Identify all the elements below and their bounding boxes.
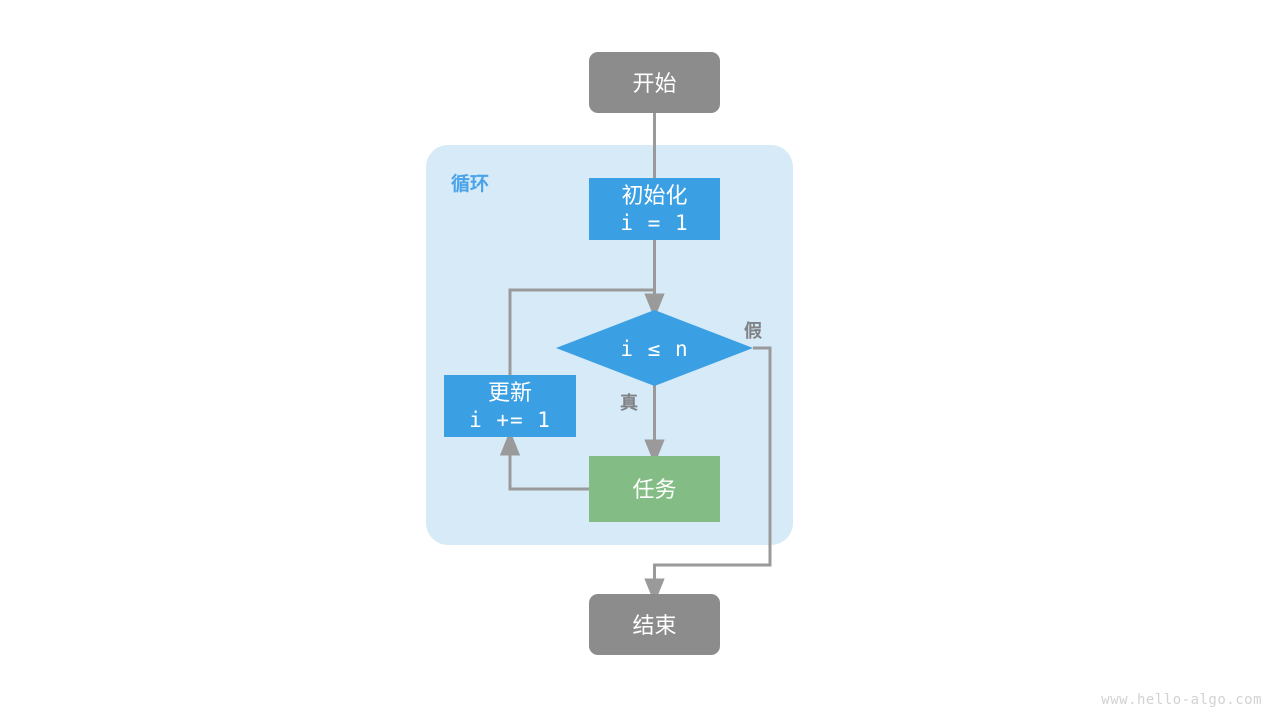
node-start[interactable]	[589, 52, 720, 113]
node-end[interactable]	[589, 594, 720, 655]
node-condition-sublabel: i ≤ n	[620, 337, 688, 361]
edge-task-to-update	[499, 430, 589, 491]
node-condition[interactable]	[556, 310, 753, 386]
node-task[interactable]	[589, 456, 720, 522]
node-init-sublabel: i = 1	[620, 211, 688, 235]
node-start-label: 开始	[632, 71, 676, 96]
node-init[interactable]	[589, 178, 720, 240]
edge-label-false: 假	[744, 320, 763, 341]
node-init-label: 初始化	[621, 183, 687, 208]
node-update-label: 更新	[488, 380, 532, 405]
node-update-sublabel: i += 1	[469, 408, 551, 432]
node-task-label: 任务	[632, 477, 676, 502]
loop-group-label: 循环	[451, 172, 489, 195]
edge-cond-false-to-end	[644, 346, 772, 604]
edge-update-to-cond	[508, 288, 656, 375]
node-end-label: 结束	[632, 613, 676, 638]
watermark: www.hello-algo.com	[1101, 692, 1262, 708]
node-update[interactable]	[444, 375, 576, 437]
edge-label-true: 真	[620, 392, 638, 413]
